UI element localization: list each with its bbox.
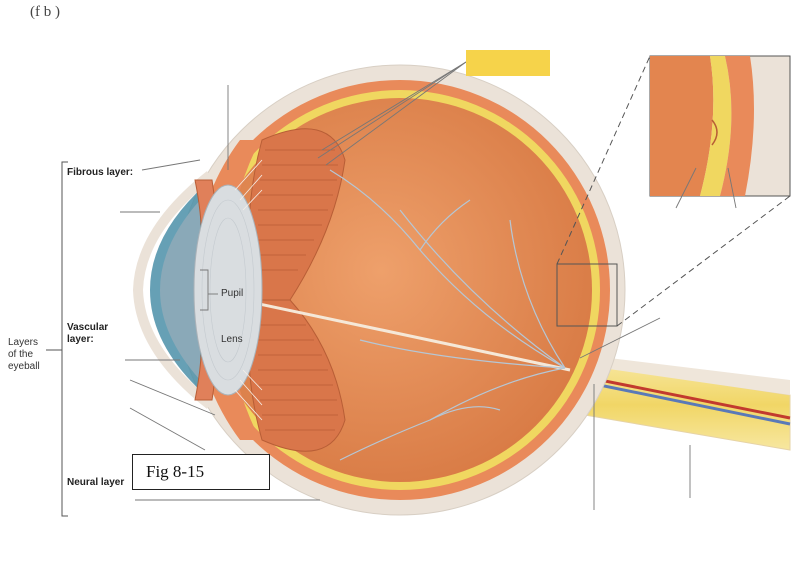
ciliary-striations <box>258 149 338 431</box>
anterior-chamber <box>160 200 200 380</box>
answer-box[interactable] <box>466 50 550 76</box>
layers-label-line1: Layers <box>8 337 39 348</box>
vascular-layer-label-line2: layer: <box>67 334 94 345</box>
inset-fovea <box>649 55 791 197</box>
layers-label-line2: of the <box>8 349 34 360</box>
neural-layer-label: Neural layer <box>67 477 125 488</box>
section-line <box>249 300 571 372</box>
lens <box>193 184 263 396</box>
lens-label: Lens <box>221 334 243 345</box>
layers-label-line3: eyeball <box>8 361 40 372</box>
pupil-label: Pupil <box>221 288 244 299</box>
inset-connector-bottom <box>616 195 791 327</box>
optic-nerve-sheath <box>560 352 790 395</box>
retinal-vessels <box>329 169 566 461</box>
fibrous-layer-label: Fibrous layer: <box>67 167 134 178</box>
leader-lines <box>120 61 737 510</box>
inset-connector-top <box>556 55 651 265</box>
figure-caption: Fig 8-15 <box>132 454 270 490</box>
vascular-layer-label-line1: Vascular <box>67 322 109 333</box>
suspensory-ligaments <box>234 159 263 421</box>
central-artery <box>574 373 791 420</box>
central-vein <box>574 378 791 426</box>
fovea-region-box <box>556 263 618 327</box>
cornea <box>132 171 214 409</box>
lens-lines <box>201 199 255 381</box>
layers-bracket <box>46 161 68 517</box>
top-partial-text: (f b ) <box>30 4 60 20</box>
